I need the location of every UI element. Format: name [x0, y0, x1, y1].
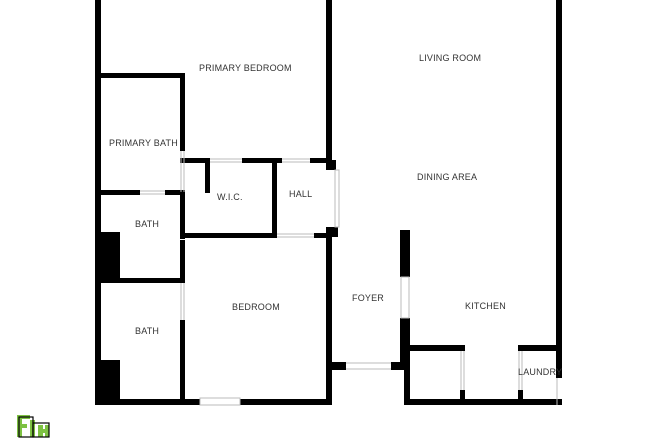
wall: [314, 233, 332, 238]
wall: [205, 158, 210, 193]
window: [400, 276, 410, 319]
wall: [404, 345, 410, 405]
room-label-laundry: LAUNDRY: [518, 367, 563, 377]
wall: [400, 230, 410, 277]
wall: [95, 190, 140, 195]
wall: [326, 227, 338, 237]
wall: [400, 318, 410, 370]
room-label-foyer: FOYER: [352, 293, 385, 303]
wall: [404, 399, 562, 405]
room-label-bath-lower: BATH: [135, 326, 160, 336]
wall: [310, 158, 332, 163]
wall: [332, 362, 346, 370]
wall: [101, 232, 120, 278]
window: [334, 169, 340, 228]
wall: [272, 158, 277, 238]
wall: [95, 278, 183, 283]
wall: [180, 73, 185, 151]
wall: [180, 158, 210, 163]
wall: [180, 192, 185, 239]
room-label-primary-bedroom: PRIMARY BEDROOM: [199, 63, 292, 73]
wall: [326, 0, 332, 160]
wall: [95, 399, 200, 405]
room-label-living-room: LIVING ROOM: [419, 53, 482, 63]
room-label-primary-bath: PRIMARY BATH: [109, 138, 178, 148]
wall: [180, 240, 185, 283]
wall: [240, 399, 332, 405]
room-label-hall: HALL: [289, 189, 313, 199]
wall: [180, 320, 185, 405]
wall: [391, 362, 410, 370]
logo-outline: [18, 416, 50, 438]
wall: [101, 360, 120, 399]
room-label-kitchen: KITCHEN: [465, 301, 506, 311]
openings: [140, 151, 558, 406]
walls: [95, 0, 562, 405]
window: [199, 397, 241, 406]
wall: [460, 390, 465, 405]
wall: [242, 158, 282, 163]
wall: [95, 0, 101, 405]
room-label-bedroom: BEDROOM: [232, 302, 280, 312]
wall: [326, 160, 336, 170]
room-label-dining-area: DINING AREA: [417, 172, 478, 182]
wall: [518, 390, 523, 405]
wall: [518, 345, 562, 351]
room-label-wic: W.I.C.: [217, 192, 243, 202]
wall: [326, 227, 332, 405]
wall: [185, 233, 277, 238]
wall: [556, 0, 562, 378]
room-label-bath-upper: BATH: [135, 219, 160, 229]
wall: [165, 190, 185, 195]
wall: [410, 345, 465, 351]
wall: [95, 73, 185, 78]
